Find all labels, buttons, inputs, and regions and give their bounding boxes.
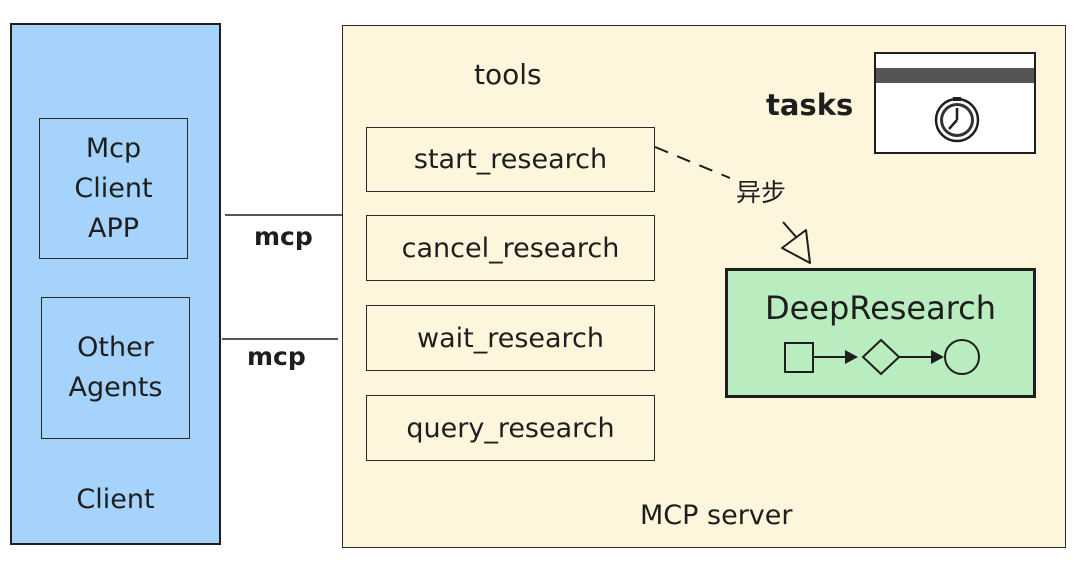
deep-research-title: DeepResearch [764, 289, 997, 327]
tool-cancel-research-label: cancel_research [401, 232, 620, 264]
mcp-client-app-line-1: Mcp [85, 132, 142, 164]
tool-query-research: query_research [366, 395, 655, 461]
tool-wait-research-label: wait_research [416, 322, 605, 354]
workflow-arrow-2-icon [931, 350, 944, 364]
client-title: Client [76, 484, 155, 515]
workflow-square-icon [784, 342, 814, 373]
mcp-client-app-line-2: Client [74, 172, 153, 204]
workflow-circle-icon [944, 339, 980, 375]
workflow-icon [784, 338, 980, 376]
mcp-connection-label-bottom: mcp [247, 342, 306, 371]
other-agents-line-1: Other [77, 332, 154, 363]
async-dashed-line-1 [654, 146, 731, 179]
tasks-label: tasks [766, 88, 854, 122]
workflow-diamond-icon [861, 338, 901, 376]
workflow-arrow-1-icon [845, 350, 858, 364]
other-agents-line-2: Agents [68, 372, 163, 403]
async-dashed-line-2 [782, 221, 798, 239]
deep-research-box: DeepResearch [725, 268, 1036, 398]
tool-start-research-label: start_research [413, 144, 608, 175]
tool-query-research-label: query_research [406, 412, 615, 444]
async-arrowhead-icon [781, 229, 811, 264]
async-label: 异步 [736, 178, 787, 207]
mcp-client-app-line-3: APP [87, 212, 140, 244]
mcp-connection-label-top: mcp [254, 222, 313, 251]
client-panel [10, 23, 221, 545]
tools-heading: tools [474, 58, 542, 91]
tool-start-research: start_research [366, 127, 655, 192]
mcp-client-app-box: Mcp Client APP [39, 118, 188, 259]
tool-wait-research: wait_research [366, 305, 655, 371]
other-agents-box: Other Agents [41, 297, 190, 439]
mcp-server-title: MCP server [640, 500, 793, 531]
tasks-clock-icon [874, 52, 1036, 154]
tool-cancel-research: cancel_research [366, 215, 655, 281]
